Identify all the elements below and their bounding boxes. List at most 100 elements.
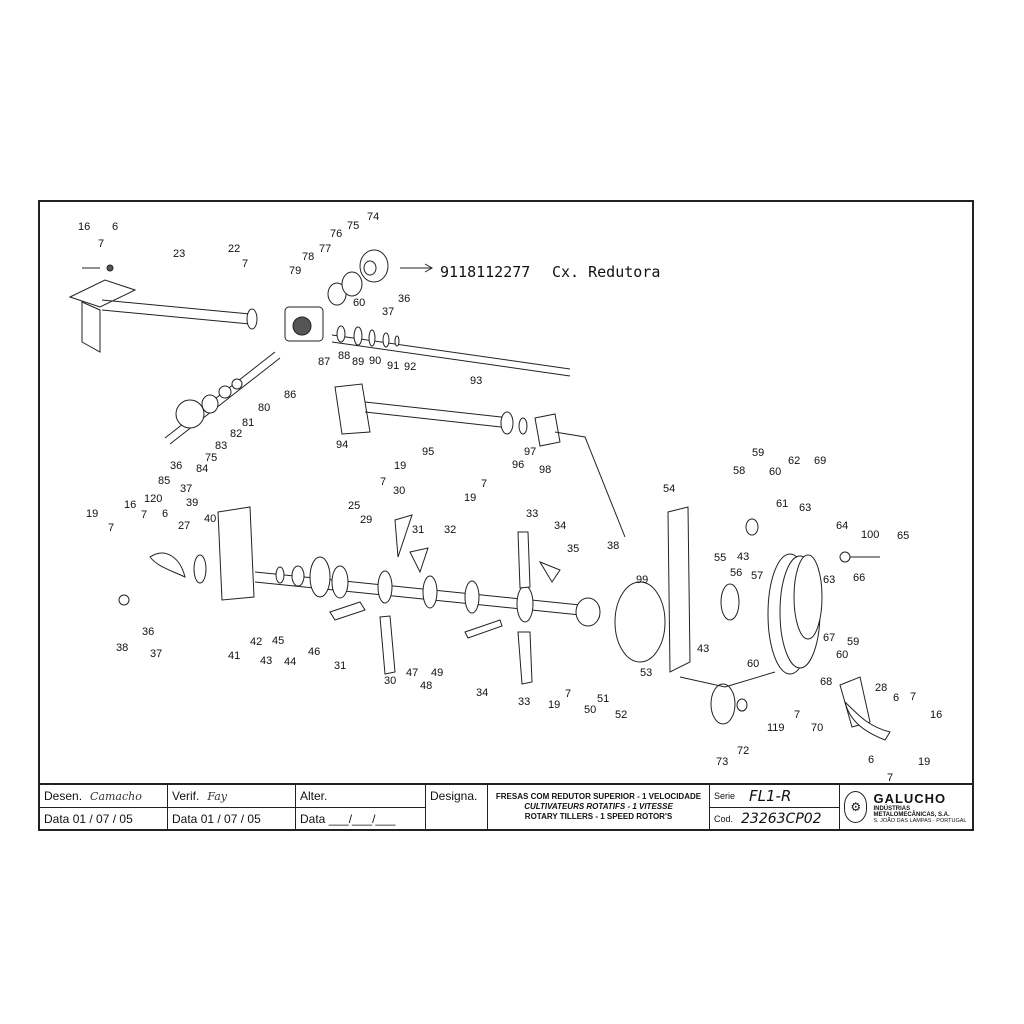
- callout-c43c: 43: [697, 643, 709, 655]
- callout-c36b: 36: [170, 460, 182, 472]
- gear-and-bracket: [710, 676, 891, 741]
- callout-c33b: 33: [518, 696, 530, 708]
- desen-signature: Camacho: [90, 789, 142, 803]
- callout-c19e: 19: [918, 756, 930, 768]
- callout-c77: 77: [319, 243, 331, 255]
- data-label-3: Data: [300, 811, 326, 826]
- callout-c51: 51: [597, 693, 609, 705]
- company-seal-icon: ⚙: [844, 791, 868, 823]
- designation-fr: CULTIVATEURS ROTATIFS - 1 VITESSE: [524, 802, 673, 811]
- callout-c59b: 59: [847, 636, 859, 648]
- altered-cell: Alter. Data ___/___/___: [296, 785, 426, 829]
- callout-c95: 95: [422, 446, 434, 458]
- company-cell: ⚙ GALUCHO INDÚSTRIAS METALOMECÂNICAS, S.…: [840, 785, 972, 829]
- callout-c7a: 7: [98, 238, 104, 250]
- date-verified: 01 / 07 / 05: [200, 811, 261, 826]
- input-shaft-assembly: [164, 351, 281, 445]
- callout-c7f: 7: [108, 522, 114, 534]
- callout-c43b: 43: [260, 655, 272, 667]
- drawn-by-cell: Desen.Camacho Data 01 / 07 / 05: [40, 785, 168, 829]
- callout-c35: 35: [567, 543, 579, 555]
- callout-c69: 69: [814, 455, 826, 467]
- callout-c25: 25: [348, 500, 360, 512]
- callout-c57: 57: [751, 570, 763, 582]
- callout-c54: 54: [663, 483, 675, 495]
- side-gear-housing: [667, 506, 880, 675]
- callout-c44: 44: [284, 656, 296, 668]
- gearbox-code-note: 9118112277: [440, 263, 530, 281]
- brand-address: S. JOÃO DAS LAMPAS · PORTUGAL: [873, 817, 967, 824]
- callout-c38b: 38: [116, 642, 128, 654]
- leader-line-54: [554, 431, 626, 538]
- callout-c52: 52: [615, 709, 627, 721]
- designa-label-cell: Designa.: [426, 785, 488, 829]
- callout-c62: 62: [788, 455, 800, 467]
- callout-c87: 87: [318, 356, 330, 368]
- callout-c58: 58: [733, 465, 745, 477]
- callout-c43a: 43: [737, 551, 749, 563]
- callout-c19c: 19: [86, 508, 98, 520]
- callout-c34a: 34: [554, 520, 566, 532]
- callout-c90: 90: [369, 355, 381, 367]
- callout-c56: 56: [730, 567, 742, 579]
- callout-c6c: 6: [893, 692, 899, 704]
- callout-c27: 27: [178, 520, 190, 532]
- callout-c63a: 63: [799, 502, 811, 514]
- serie-label: Serie: [714, 791, 736, 801]
- callout-c63b: 63: [823, 574, 835, 586]
- callout-c92: 92: [404, 361, 416, 373]
- callout-c96: 96: [512, 459, 524, 471]
- callout-c34b: 34: [476, 687, 488, 699]
- callout-c45: 45: [272, 635, 284, 647]
- callout-c46: 46: [308, 646, 320, 658]
- cod-value: 23263CP02: [741, 810, 822, 827]
- designa-label: Designa.: [430, 789, 478, 803]
- serie-value: FL1-R: [749, 787, 792, 805]
- callout-c39: 39: [186, 497, 198, 509]
- callout-c16b: 16: [124, 499, 136, 511]
- callout-c7d: 7: [481, 478, 487, 490]
- callout-c84: 84: [196, 463, 208, 475]
- callout-c60b: 60: [769, 466, 781, 478]
- callout-c41: 41: [228, 650, 240, 662]
- callout-c68: 68: [820, 676, 832, 688]
- callout-c98: 98: [539, 464, 551, 476]
- callout-c6d: 6: [868, 754, 874, 766]
- frame-tube-assembly: [68, 264, 258, 353]
- designation-cell: FRESAS COM REDUTOR SUPERIOR - 1 VELOCIDA…: [488, 785, 710, 829]
- callout-c94: 94: [336, 439, 348, 451]
- callout-c83: 83: [215, 440, 227, 452]
- callout-c19a: 19: [394, 460, 406, 472]
- callout-c22: 22: [228, 243, 240, 255]
- callout-c37b: 37: [180, 483, 192, 495]
- callout-c19d: 19: [548, 699, 560, 711]
- callout-c19b: 19: [464, 492, 476, 504]
- callout-c28: 28: [875, 682, 887, 694]
- callout-c7g: 7: [565, 688, 571, 700]
- callout-c32: 32: [444, 524, 456, 536]
- callout-c30b: 30: [384, 675, 396, 687]
- verif-signature: Fay: [207, 789, 228, 803]
- callout-c6b: 6: [162, 508, 168, 520]
- callout-c7e: 7: [141, 509, 147, 521]
- designation-pt: FRESAS COM REDUTOR SUPERIOR - 1 VELOCIDA…: [495, 792, 702, 801]
- callout-c119: 119: [767, 722, 785, 734]
- callout-c100: 100: [861, 529, 879, 541]
- gearbox-label-note: Cx. Redutora: [552, 263, 660, 281]
- exploded-parts-diagram: 9118112277 Cx. Redutora: [68, 211, 942, 784]
- callout-c33a: 33: [526, 508, 538, 520]
- callout-c16c: 16: [930, 709, 942, 721]
- callout-c93: 93: [470, 375, 482, 387]
- serie-cod-cell: Serie FL1-R Cod. 23263CP02: [710, 785, 840, 829]
- callout-c75b: 75: [205, 452, 217, 464]
- callout-c37c: 37: [150, 648, 162, 660]
- callout-c47: 47: [406, 667, 418, 679]
- alter-label: Alter.: [300, 789, 328, 803]
- cod-label: Cod.: [714, 813, 734, 824]
- callout-c23: 23: [173, 248, 185, 260]
- callout-c60c: 60: [836, 649, 848, 661]
- verif-label: Verif.: [172, 789, 200, 803]
- callout-c48: 48: [420, 680, 432, 692]
- callout-c75a: 75: [347, 220, 359, 232]
- callout-c55: 55: [714, 552, 726, 564]
